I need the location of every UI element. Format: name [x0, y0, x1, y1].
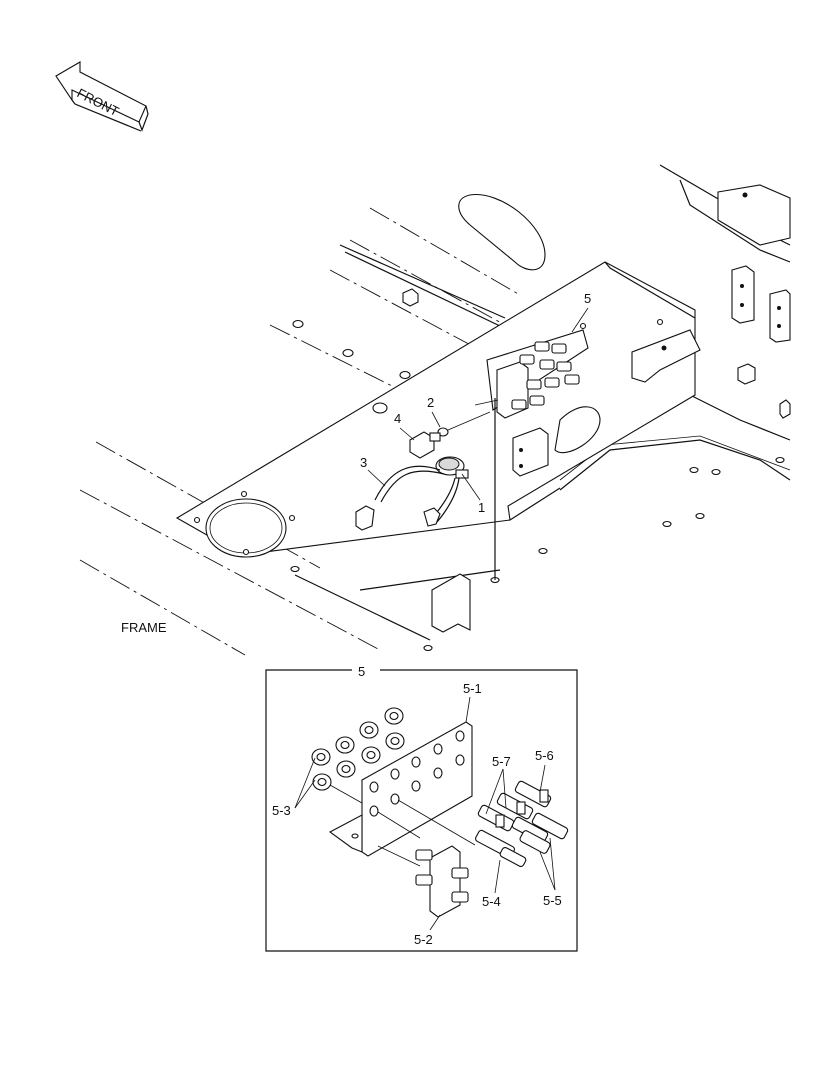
tee-fitting	[415, 845, 469, 918]
front-arrow: FRONT	[55, 61, 149, 132]
adapter	[409, 431, 441, 459]
lock-nuts	[311, 707, 405, 791]
elbow-fittings	[475, 780, 569, 868]
callout-5-4: 5-4	[482, 894, 501, 909]
detail-title: 5	[358, 664, 365, 679]
callout-4: 4	[394, 411, 401, 426]
frame-structure	[79, 164, 791, 656]
main-callouts: 5 2 4 3 1 FRAME	[121, 291, 591, 635]
detail-box: 5	[265, 664, 578, 952]
frame-label: FRAME	[121, 620, 167, 635]
callout-5-6: 5-6	[535, 748, 554, 763]
callout-5: 5	[584, 291, 591, 306]
callout-5-1: 5-1	[463, 681, 482, 696]
callout-1: 1	[478, 500, 485, 515]
wire-harness	[355, 465, 460, 531]
callout-5-7: 5-7	[492, 754, 511, 769]
manifold-assembly	[474, 329, 589, 580]
callout-2: 2	[427, 395, 434, 410]
callout-5-2: 5-2	[414, 932, 433, 947]
callout-3: 3	[360, 455, 367, 470]
callout-5-3: 5-3	[272, 803, 291, 818]
callout-5-5: 5-5	[543, 893, 562, 908]
